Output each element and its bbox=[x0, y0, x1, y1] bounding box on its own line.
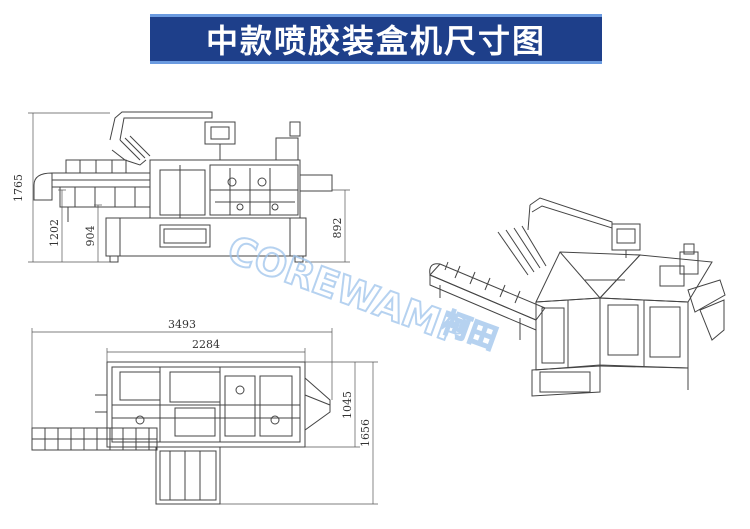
isometric-view-machine bbox=[429, 197, 726, 397]
watermark: COREWAMP 柯田 bbox=[221, 226, 503, 357]
top-view-machine bbox=[31, 361, 331, 505]
dim-length-total: 3493 bbox=[168, 318, 196, 331]
dim-height-outlet: 892 bbox=[331, 218, 344, 239]
dim-width-total: 1656 bbox=[359, 419, 372, 447]
top-view-dimensions bbox=[31, 328, 378, 505]
dim-height-total: 1765 bbox=[12, 174, 25, 202]
front-view-dimensions bbox=[28, 112, 350, 263]
title-banner: 中款喷胶装盒机尺寸图 bbox=[150, 14, 602, 64]
page-title: 中款喷胶装盒机尺寸图 bbox=[205, 22, 546, 60]
dim-height-feed: 904 bbox=[84, 226, 97, 247]
watermark-brand: COREWAMP bbox=[222, 227, 473, 354]
dim-length-body: 2284 bbox=[192, 338, 220, 351]
dim-height-table: 1202 bbox=[48, 219, 61, 247]
dim-width-body: 1045 bbox=[341, 391, 354, 419]
front-view-machine bbox=[33, 111, 333, 263]
